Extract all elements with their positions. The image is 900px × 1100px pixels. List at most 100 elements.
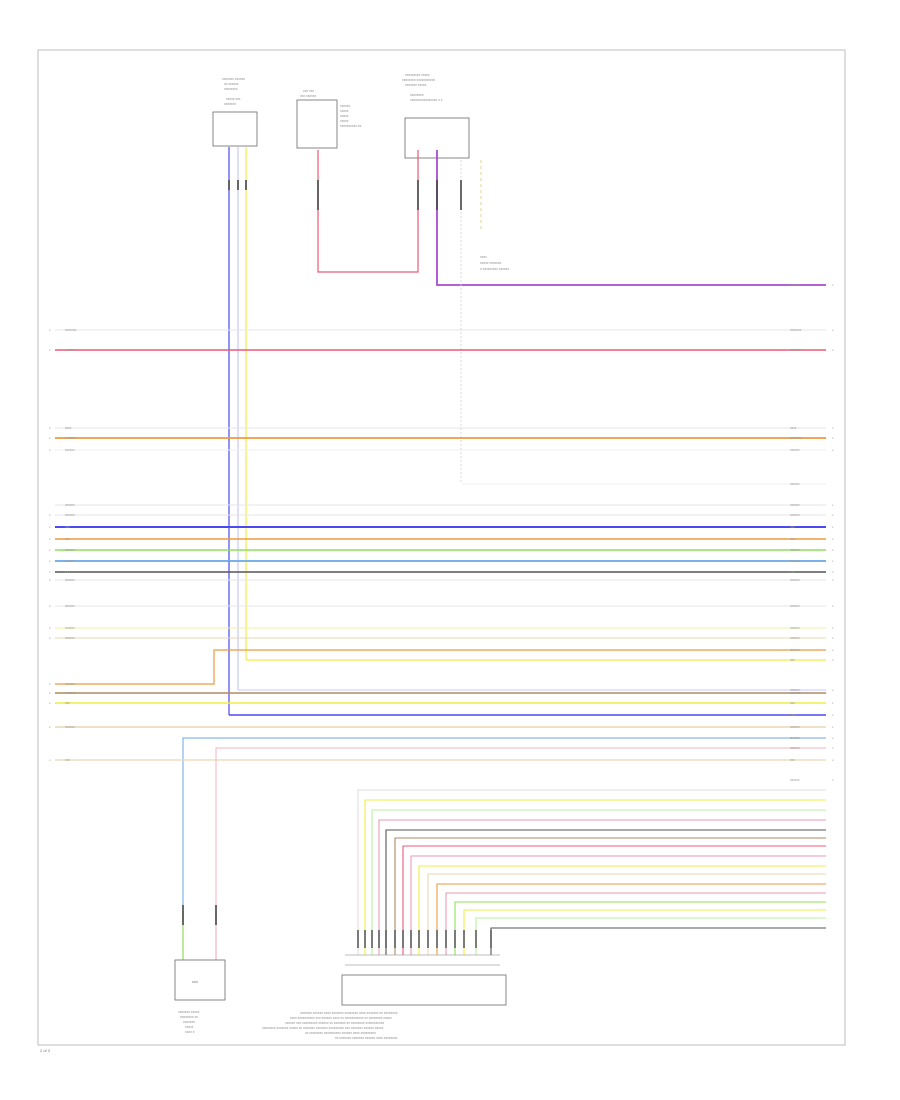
svg-text:x: x	[832, 578, 834, 582]
svg-text:x: x	[49, 426, 51, 430]
svg-text:xxxx x: xxxx x	[185, 1030, 195, 1034]
svg-text:xxxxxx: xxxxxx	[65, 513, 75, 517]
top-sensor: xxxxxxx xxxxxx xx xxxxxx xxxxxxxx xxxxx …	[212, 77, 258, 147]
svg-text:xxxxxxx: xxxxxxx	[183, 1020, 195, 1024]
svg-text:xx xxxxxxxx xxxxxxxxxx xxxxxx: xx xxxxxxxx xxxxxxxxxx xxxxxx xxxx xxxxx…	[305, 1031, 376, 1035]
svg-text:xxxxx xxxxxxx: xxxxx xxxxxxx	[480, 261, 502, 265]
svg-text:xxxxxxxx: xxxxxxxx	[224, 87, 238, 91]
svg-text:x: x	[832, 725, 834, 729]
svg-text:xxx: xxx	[790, 525, 795, 529]
svg-text:x: x	[49, 682, 51, 686]
svg-text:x: x	[832, 436, 834, 440]
svg-text:x: x	[832, 525, 834, 529]
svg-text:x: x	[832, 658, 834, 662]
bottom-left-sensor-wires	[182, 905, 217, 960]
svg-text:x: x	[832, 537, 834, 541]
svg-text:x: x	[832, 283, 834, 287]
svg-text:x: x	[832, 758, 834, 762]
page-frame	[37, 49, 846, 1046]
svg-text:xxxxxxxxxxxxxxxx x x: xxxxxxxxxxxxxxxx x x	[410, 98, 443, 102]
svg-text:xxxxxx xxx xxxxxxxxx xxxxxx xx: xxxxxx xxx xxxxxxxxx xxxxxx xx xxxxxxx x…	[285, 1021, 384, 1025]
svg-text:x: x	[49, 448, 51, 452]
svg-text:xxxx: xxxx	[790, 713, 797, 717]
svg-text:x: x	[49, 328, 51, 332]
svg-text:xxxxxxxx: xxxxxxxx	[410, 93, 424, 97]
svg-text:xxxxxx: xxxxxx	[340, 104, 350, 108]
left-pin-labels: xxxxxxx xxxxxxx xxxx xxxxxxx xxxxxx xxxx…	[65, 328, 77, 762]
svg-text:xxxxxxx xxxxxx xxxx xxxxxxx xx: xxxxxxx xxxxxx xxxx xxxxxxx xxxxxxxx xxx…	[300, 1011, 398, 1015]
svg-text:x: x	[832, 636, 834, 640]
svg-text:x: x	[832, 448, 834, 452]
svg-text:x: x	[49, 348, 51, 352]
svg-text:xxxx: xxxx	[65, 426, 72, 430]
svg-text:xxxxxxx: xxxxxxx	[65, 328, 77, 332]
svg-text:xxxxxx: xxxxxx	[790, 626, 800, 630]
svg-text:x: x	[832, 548, 834, 552]
svg-text:x: x	[832, 746, 834, 750]
svg-text:x: x	[832, 701, 834, 705]
svg-text:xxxxxx: xxxxxx	[65, 448, 75, 452]
svg-text:x: x	[49, 578, 51, 582]
svg-text:xxxxxxx: xxxxxxx	[790, 436, 802, 440]
svg-text:xxx: xxx	[65, 570, 70, 574]
svg-text:xxxxxx: xxxxxx	[790, 778, 800, 782]
svg-text:xxxxxx: xxxxxx	[790, 548, 800, 552]
svg-text:xxxx xxxxxxxxxx xxx xxxxxx xxx: xxxx xxxxxxxxxx xxx xxxxxx xxxx xx xxxxx…	[290, 1016, 392, 1020]
svg-text:x: x	[49, 537, 51, 541]
svg-text:xxxxxx: xxxxxx	[790, 736, 800, 740]
svg-text:xxx: xxx	[790, 701, 795, 705]
svg-text:xxxxxx: xxxxxx	[65, 604, 75, 608]
svg-text:xxxxxxx: xxxxxxx	[790, 348, 802, 352]
top-vertical-wires	[228, 147, 826, 715]
svg-text:xxxxx xxx: xxxxx xxx	[226, 97, 241, 101]
fuse-box: xxx xxx xxx xxxxxx xxxxxx xxxxx xxxxx xx…	[296, 89, 362, 149]
svg-text:xxx: xxx	[65, 701, 70, 705]
svg-text:xxxxxx: xxxxxx	[790, 482, 800, 486]
svg-text:xx xxxxxx: xx xxxxxx	[224, 82, 239, 86]
svg-text:xxxxxx: xxxxxx	[65, 559, 75, 563]
svg-text:xxx: xxx	[65, 537, 70, 541]
svg-text:x: x	[832, 348, 834, 352]
svg-text:xxx: xxx	[790, 537, 795, 541]
svg-text:x: x	[49, 701, 51, 705]
right-pin-labels: xxxxxx xxxxxxx xxxxxxx xxxx xxxxxxx xxxx…	[790, 283, 802, 782]
svg-text:x: x	[49, 525, 51, 529]
svg-text:x: x	[49, 513, 51, 517]
svg-text:xxxxxxx: xxxxxxx	[790, 328, 802, 332]
svg-text:xxx: xxx	[192, 979, 198, 984]
svg-text:x: x	[49, 758, 51, 762]
svg-text:x: x	[49, 548, 51, 552]
bottom-connector-marks	[357, 930, 492, 948]
svg-text:xxxxxx: xxxxxx	[65, 682, 75, 686]
svg-text:xxx xxx: xxx xxx	[303, 89, 314, 93]
svg-text:xxx: xxx	[790, 570, 795, 574]
svg-text:xxxxxxxxx xxxxx: xxxxxxxxx xxxxx	[405, 73, 430, 77]
svg-text:xxxxx: xxxxx	[185, 1025, 194, 1029]
svg-text:xxxxxxx xxxxxx: xxxxxxx xxxxxx	[222, 77, 245, 81]
svg-text:x xxxxxxxxx xxxxxx: x xxxxxxxxx xxxxxx	[480, 267, 509, 271]
svg-text:xxxxxx: xxxxxx	[790, 283, 800, 287]
svg-text:xxx xxxxxx: xxx xxxxxx	[300, 94, 317, 98]
svg-text:x: x	[49, 436, 51, 440]
svg-text:xxxxx: xxxxx	[340, 109, 349, 113]
svg-text:xxxxxxx xxxxx: xxxxxxx xxxxx	[405, 83, 427, 87]
svg-text:xxxxxxx: xxxxxxx	[65, 436, 77, 440]
svg-text:xxxxxxx: xxxxxxx	[65, 691, 77, 695]
svg-text:xxxxxxx: xxxxxxx	[790, 691, 802, 695]
svg-text:xxxxxx: xxxxxx	[790, 688, 800, 692]
svg-text:x: x	[832, 503, 834, 507]
svg-text:xxxxxxx: xxxxxxx	[65, 348, 77, 352]
svg-text:x: x	[49, 626, 51, 630]
svg-text:xxxxxxx: xxxxxxx	[224, 102, 236, 106]
svg-text:xxxxxxxx xx: xxxxxxxx xx	[180, 1015, 198, 1019]
svg-text:xx xxxxxxx xxxxxxx xxxxxx xxxx: xx xxxxxxx xxxxxxx xxxxxx xxxx xxxxxxxx	[335, 1036, 398, 1040]
svg-text:xxxxxx: xxxxxx	[65, 725, 75, 729]
bottom-left-sensor: xxx xxxxxxx xxxxx xxxxxxxx xx xxxxxxx xx…	[174, 959, 226, 1034]
svg-text:x: x	[832, 426, 834, 430]
svg-text:xxx: xxx	[790, 758, 795, 762]
svg-text:xxxxxx: xxxxxx	[790, 746, 800, 750]
svg-text:xxxxx: xxxxx	[340, 114, 349, 118]
svg-text:xxxxx: xxxxx	[340, 119, 349, 123]
svg-text:xxxxxx: xxxxxx	[790, 648, 800, 652]
svg-text:xxxxxx: xxxxxx	[790, 578, 800, 582]
